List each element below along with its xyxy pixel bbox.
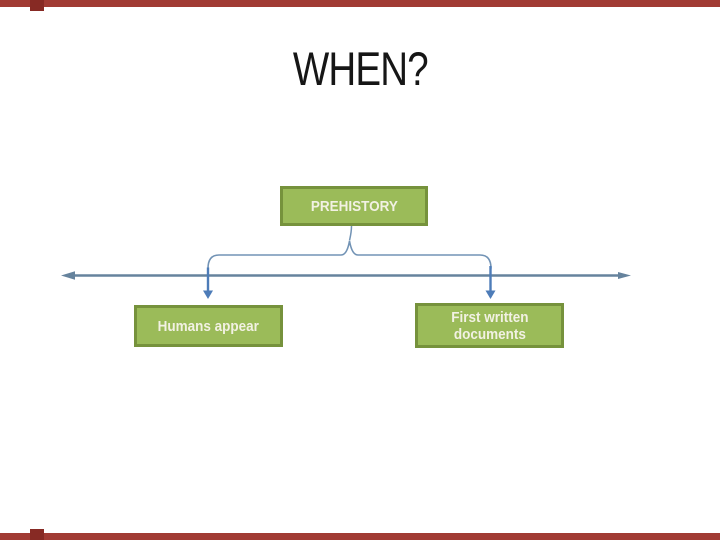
timeline [61, 271, 631, 280]
left-connector-arrowhead-icon [203, 290, 213, 299]
first-written-documents-box: First written documents [415, 303, 564, 348]
right-connector-arrowhead-icon [485, 290, 496, 299]
humans-appear-box: Humans appear [134, 305, 283, 347]
prehistory-box: PREHISTORY [280, 186, 428, 226]
slide-title-text: WHEN? [292, 42, 428, 95]
humans-appear-box-label: Humans appear [157, 317, 260, 335]
prehistory-box-label: PREHISTORY [310, 197, 398, 215]
top-edge-bar [0, 0, 720, 7]
right-connector-arrow [485, 266, 496, 299]
first-written-documents-box-label: First written documents [451, 309, 528, 343]
top-edge-accent-square [30, 0, 44, 11]
curly-brace [207, 240, 492, 269]
slide-title: WHEN? [0, 45, 720, 92]
box-to-brace-connector-line [348, 225, 353, 241]
first-written-documents-line1: First written [450, 308, 529, 326]
bottom-edge-bar [0, 533, 720, 540]
first-written-documents-line2: documents [453, 325, 526, 343]
timeline-left-arrow-icon [61, 271, 75, 280]
bottom-edge-accent-square [30, 529, 44, 540]
timeline-right-arrow-icon [618, 272, 631, 279]
left-connector-arrow [203, 267, 213, 299]
